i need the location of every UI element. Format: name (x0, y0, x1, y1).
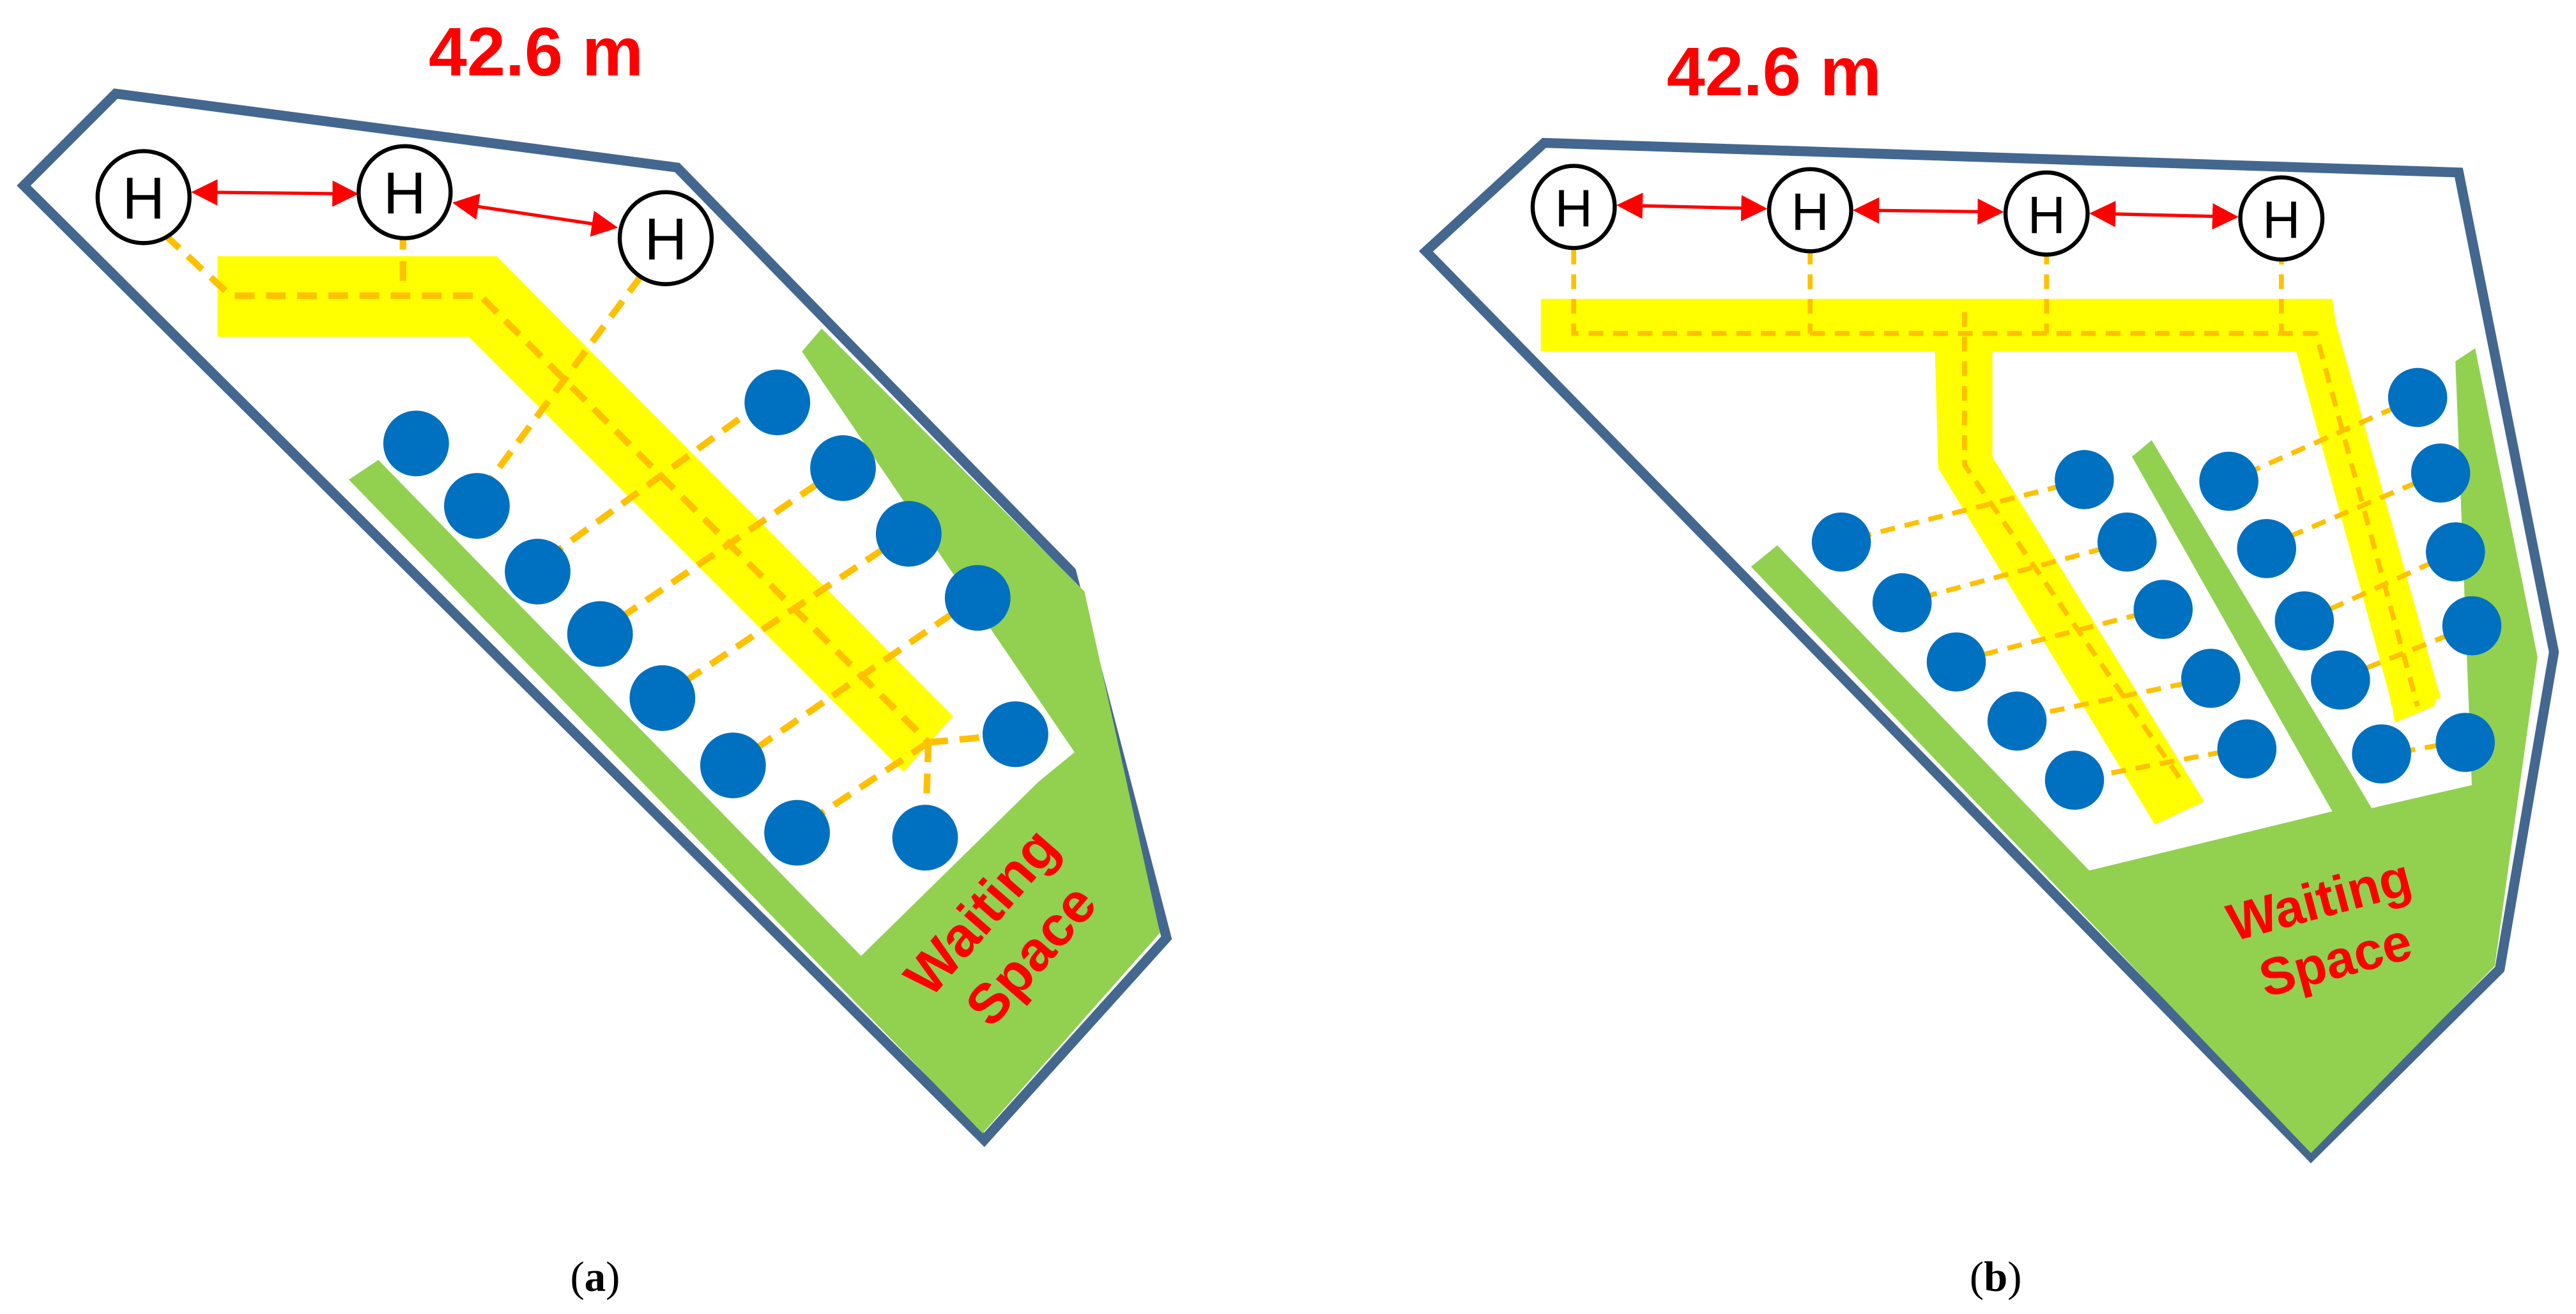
helipad-b4: H (2238, 175, 2325, 262)
spacing-arrows-b (1616, 192, 2239, 230)
helipad-b3: H (2003, 170, 2090, 257)
helipad-symbol: H (2028, 187, 2066, 245)
service-nodes-b (1811, 367, 2502, 810)
dimension-label-a: 42.6 m (429, 13, 643, 90)
helipad-a2: H (356, 144, 453, 240)
helipad-symbol: H (645, 206, 687, 272)
caption-a: (a) (571, 1253, 620, 1301)
service-nodes-a (383, 369, 1048, 871)
green-strip-b (1751, 348, 2538, 1154)
helipad-symbol: H (2262, 192, 2300, 250)
dimension-label-b: 42.6 m (1667, 33, 1882, 110)
helipad-b2: H (1767, 167, 1853, 254)
spacing-arrows-a (191, 179, 618, 237)
panel-b: H H H H 42.6 m Waiting Space (b) (1418, 33, 2559, 1301)
helipad-a1: H (95, 149, 192, 245)
helipad-symbol: H (1554, 180, 1592, 238)
helipad-a3: H (617, 190, 714, 286)
helipad-symbol: H (383, 160, 426, 226)
green-strip-a (348, 328, 1160, 1134)
helipad-b1: H (1530, 164, 1617, 251)
helipad-symbol: H (1791, 183, 1829, 242)
caption-b: (b) (1970, 1253, 2022, 1301)
yellow-corridor-a (217, 256, 953, 772)
helipad-symbol: H (122, 165, 165, 231)
yellow-corridors-b (1540, 298, 2441, 825)
panel-a: H H H 42.6 m Waiting Space (a) (17, 13, 1172, 1301)
